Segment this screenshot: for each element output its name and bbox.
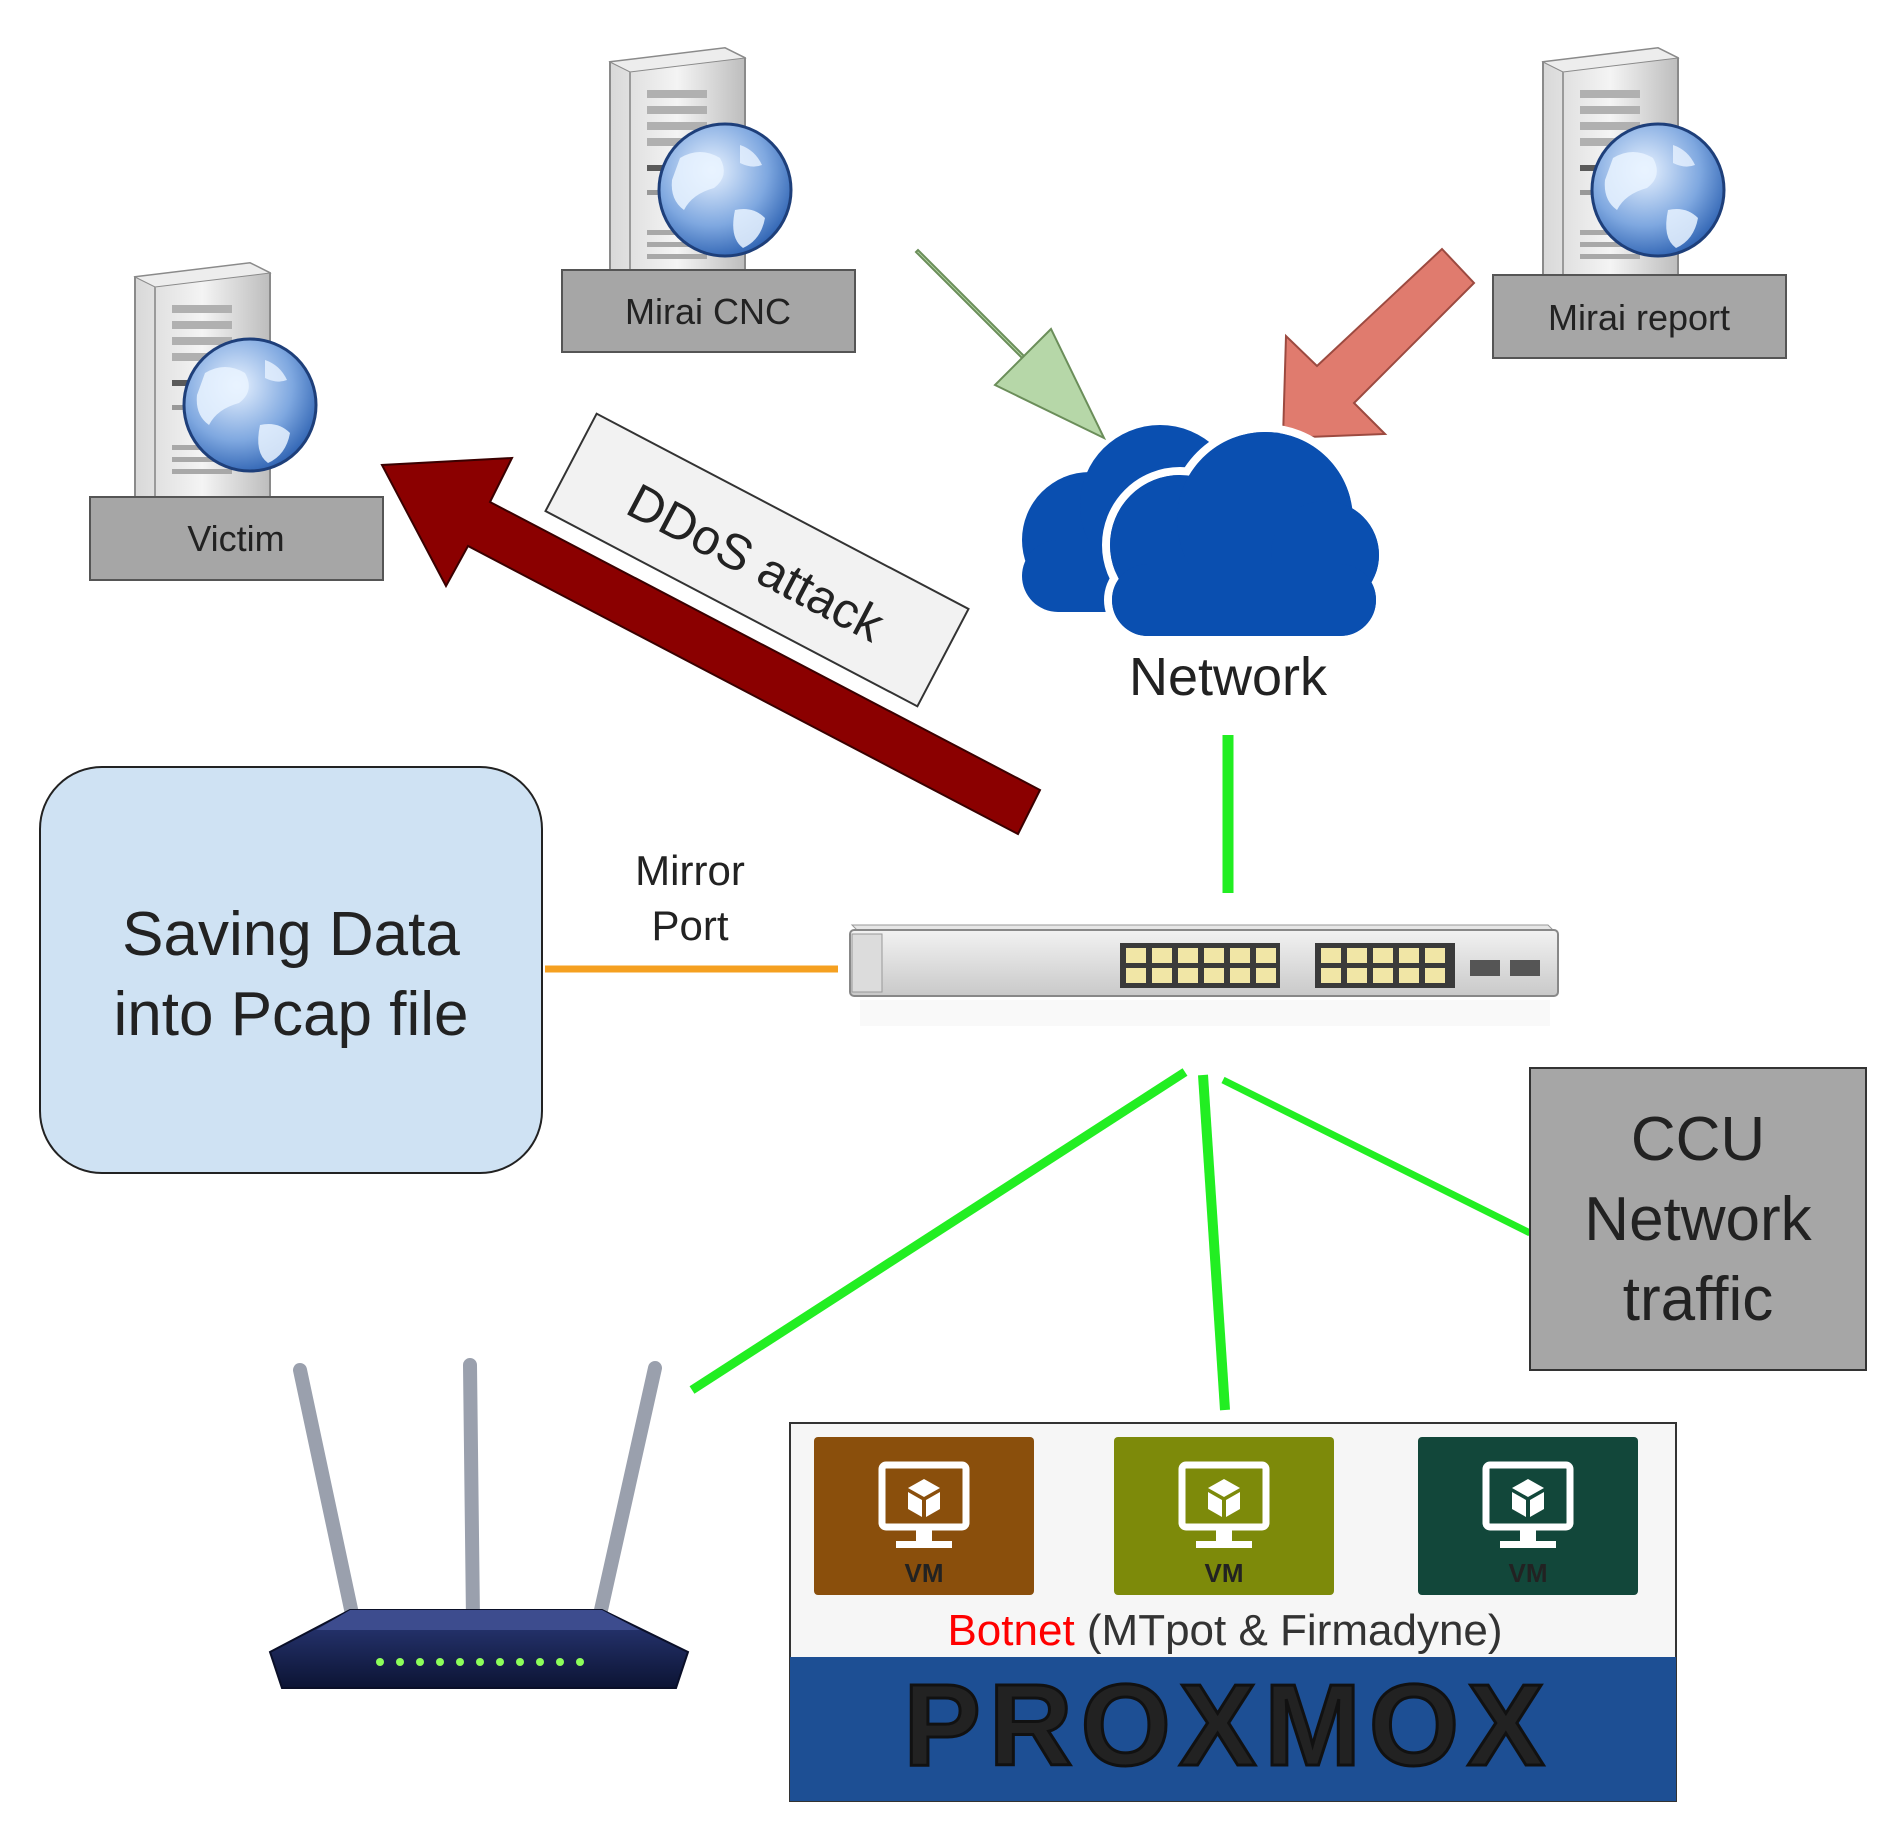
mirror-port-label-line1: Mirror xyxy=(635,847,745,894)
saving-data-line2: into Pcap file xyxy=(114,980,469,1049)
victim-server: Victim xyxy=(89,261,384,581)
vm-label-3: VM xyxy=(1509,1558,1548,1588)
mirai-cnc-server: Mirai CNC xyxy=(561,46,856,353)
botnet-detail: (MTpot & Firmadyne) xyxy=(1075,1606,1503,1655)
victim-label: Victim xyxy=(187,518,284,559)
victim-label-box xyxy=(89,496,384,581)
ccu-line2: Network xyxy=(1584,1185,1812,1254)
saving-data-box: Saving Data into Pcap file xyxy=(39,766,543,1174)
vm-tile-3 xyxy=(1418,1437,1638,1595)
vm-tile-1 xyxy=(814,1437,1034,1595)
switch-proxmox-link xyxy=(1198,1074,1230,1411)
wifi-router xyxy=(268,1358,690,1689)
mirai-report-label: Mirai report xyxy=(1548,297,1730,338)
switch-router-link xyxy=(689,1068,1188,1394)
web-server-icon xyxy=(133,261,318,532)
vm-tile-2 xyxy=(1114,1437,1334,1595)
cnc-to-network-arrow xyxy=(914,248,1107,441)
proxmox-logo-text: PROXMOX xyxy=(904,1660,1553,1790)
network-label: Network xyxy=(1129,647,1328,707)
mirai-report-label-box xyxy=(1492,274,1787,359)
saving-data-line1: Saving Data xyxy=(122,900,460,969)
mirai-report-server: Mirai report xyxy=(1492,46,1787,359)
report-to-network-arrow xyxy=(1281,247,1476,440)
mirai-cnc-label: Mirai CNC xyxy=(625,291,791,332)
botnet-caption: Botnet (MTpot & Firmadyne) xyxy=(947,1606,1502,1655)
network-switch xyxy=(849,924,1560,1026)
wifi-router-icon xyxy=(268,1358,690,1689)
botnet-highlight: Botnet xyxy=(947,1606,1074,1655)
mirai-cnc-label-box xyxy=(561,269,856,353)
network-cloud: Network xyxy=(1022,424,1387,707)
ddos-arrow xyxy=(380,456,1042,836)
ccu-traffic-box: CCU Network traffic xyxy=(1529,1067,1867,1371)
ccu-line3: traffic xyxy=(1623,1265,1773,1334)
vm-label-2: VM xyxy=(1205,1558,1244,1588)
proxmox-logo-band xyxy=(790,1657,1676,1801)
mirror-port-label-line2: Port xyxy=(651,902,728,949)
network-switch-icon xyxy=(849,924,1560,1026)
proxmox-panel: VM VM VM Botnet (MTpot & Firmadyne) PROX… xyxy=(789,1422,1677,1802)
cloud-icon xyxy=(1022,424,1387,644)
vm-label-1: VM xyxy=(905,1558,944,1588)
ccu-line1: CCU xyxy=(1631,1105,1765,1174)
switch-ccu-link xyxy=(1221,1076,1532,1237)
